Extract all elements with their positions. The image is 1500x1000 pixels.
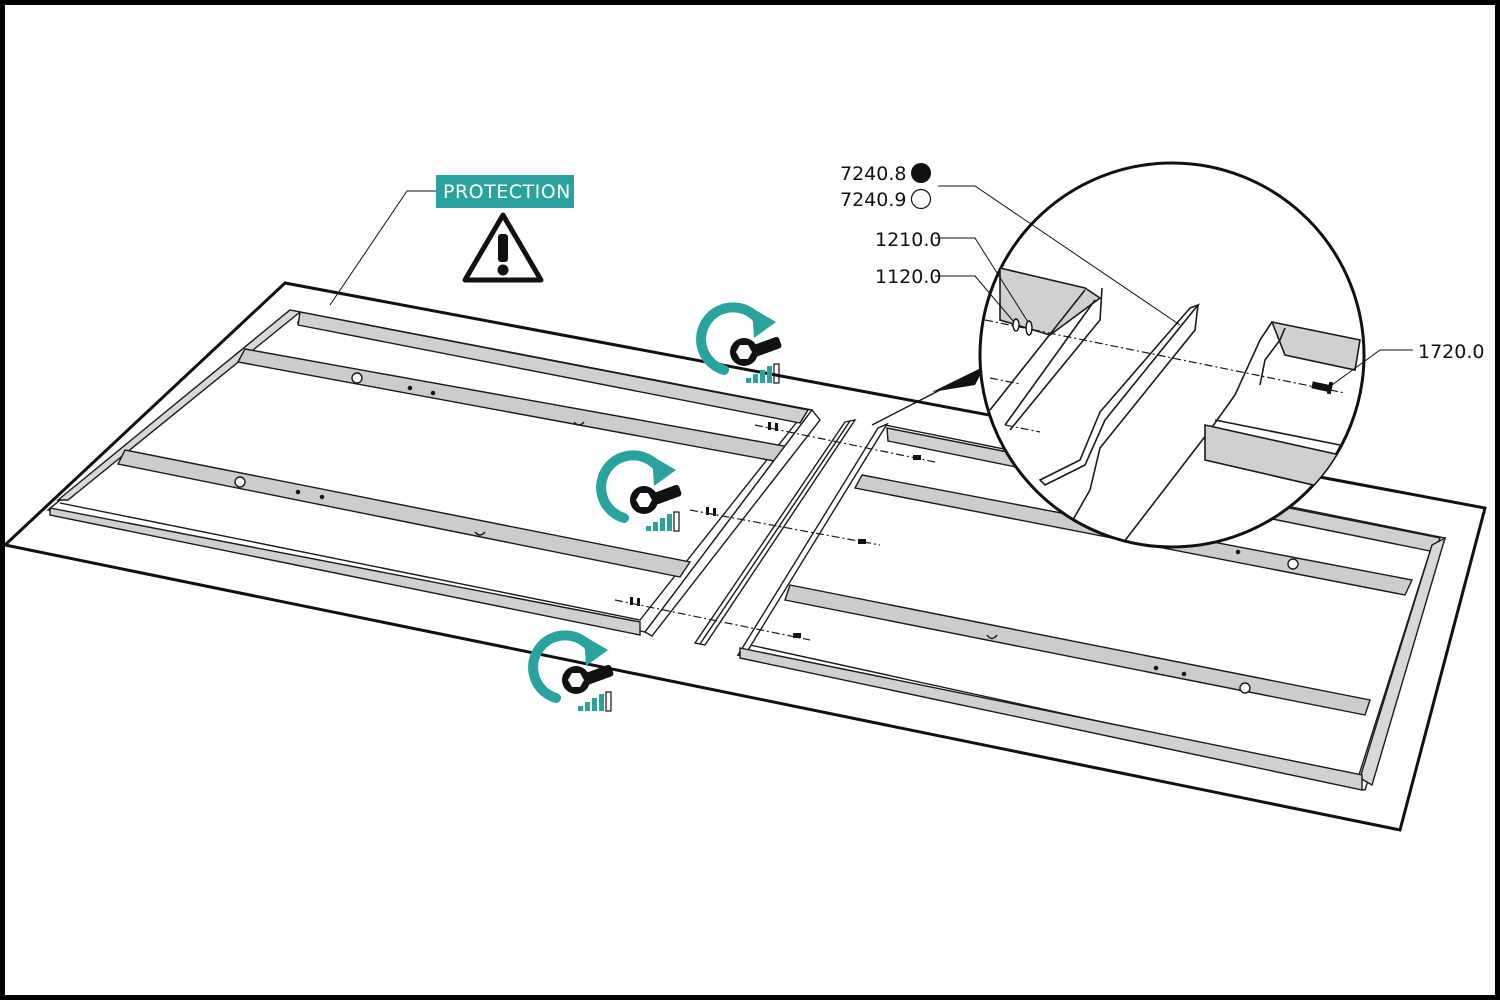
connector-plate bbox=[693, 418, 857, 646]
part-label-7240-9: 7240.9 bbox=[840, 189, 906, 211]
filled-dot-marker bbox=[911, 163, 931, 183]
assembly-lines bbox=[614, 424, 936, 641]
bolts bbox=[630, 422, 921, 638]
protection-callout: PROTECTION bbox=[329, 175, 574, 306]
part-label-7240-8: 7240.8 bbox=[840, 163, 906, 185]
warning-triangle-icon bbox=[462, 212, 544, 283]
part-label-1720-0: 1720.0 bbox=[1418, 341, 1484, 363]
left-frame bbox=[46, 309, 821, 637]
detail-zoom-circle bbox=[978, 161, 1366, 549]
part-label-1210-0: 1210.0 bbox=[875, 229, 941, 251]
part-callouts: 7240.8 7240.9 1210.0 1120.0 1720.0 bbox=[840, 163, 1484, 386]
protection-badge bbox=[436, 175, 574, 208]
part-label-1120-0: 1120.0 bbox=[875, 266, 941, 288]
empty-dot-marker bbox=[910, 188, 932, 210]
protection-label: PROTECTION bbox=[443, 181, 571, 203]
